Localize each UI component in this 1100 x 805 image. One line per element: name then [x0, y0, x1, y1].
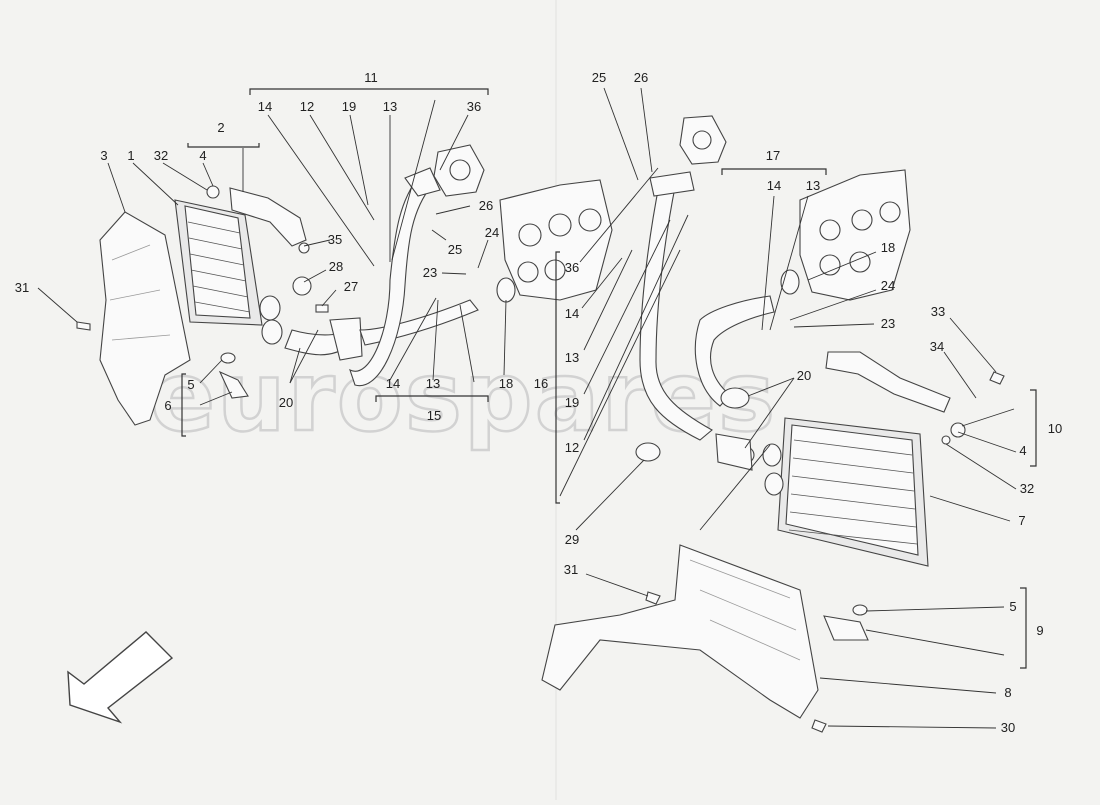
air-duct-cover-right — [541, 544, 819, 719]
callout-r13b: 13 — [565, 350, 579, 365]
turbo-left — [433, 144, 485, 197]
callout-r5: 5 — [1009, 599, 1016, 614]
callout-25: 25 — [448, 242, 462, 257]
callout-4: 4 — [199, 148, 206, 163]
callout-r32: 32 — [1020, 481, 1034, 496]
callout-r14: 14 — [767, 178, 781, 193]
callout-14b: 14 — [386, 376, 400, 391]
flange-left — [404, 167, 441, 197]
intercooler-right — [762, 417, 929, 567]
grommet-left — [206, 185, 220, 199]
coupler-right — [715, 433, 753, 471]
callout-19: 19 — [342, 99, 356, 114]
exhaust-manifold-left — [499, 179, 613, 301]
watermark: eurospares — [150, 341, 777, 453]
clip-35 — [298, 242, 310, 254]
rubber-mount-left — [220, 352, 236, 364]
callout-r30: 30 — [1001, 720, 1015, 735]
callout-r34: 34 — [930, 339, 944, 354]
callout-32: 32 — [154, 148, 168, 163]
mount-bracket-left — [218, 370, 249, 399]
callout-r12: 12 — [565, 440, 579, 455]
callout-r8: 8 — [1004, 685, 1011, 700]
callout-r7: 7 — [1018, 513, 1025, 528]
callout-r20: 20 — [797, 368, 811, 383]
callout-11: 11 — [364, 70, 378, 85]
callout-r31: 31 — [564, 562, 578, 577]
clamp-28 — [292, 276, 312, 296]
leader-lines — [37, 87, 1017, 729]
callout-r4: 4 — [1019, 443, 1026, 458]
callout-r10: 10 — [1048, 421, 1062, 436]
callout-labels: 2 11 3 1 32 4 14 12 19 13 36 31 35 28 27… — [15, 70, 1062, 735]
gasket-18-left — [496, 277, 516, 303]
callout-r18: 18 — [881, 240, 895, 255]
mount-bracket-right — [823, 615, 869, 641]
coupler-left — [329, 317, 363, 361]
bolt-30 — [811, 719, 827, 733]
callout-13b: 13 — [426, 376, 440, 391]
rubber-mount-right — [852, 604, 868, 616]
callout-14: 14 — [258, 99, 272, 114]
turbo-right — [679, 115, 727, 165]
bracket-left — [229, 187, 307, 247]
callout-6: 6 — [164, 398, 171, 413]
callout-3: 3 — [100, 148, 107, 163]
bolt-33 — [989, 371, 1005, 385]
callout-23: 23 — [423, 265, 437, 280]
callout-36: 36 — [467, 99, 481, 114]
callout-r36: 36 — [565, 260, 579, 275]
clamp-29 — [635, 442, 661, 462]
bracket-right — [825, 351, 951, 413]
callout-5: 5 — [187, 377, 194, 392]
callout-r17: 17 — [766, 148, 780, 163]
washer-32-right — [941, 435, 951, 445]
callout-28: 28 — [329, 259, 343, 274]
callout-r9: 9 — [1036, 623, 1043, 638]
callout-26: 26 — [479, 198, 493, 213]
pipe-17 — [694, 295, 775, 407]
callout-13: 13 — [383, 99, 397, 114]
bolt-31-right — [645, 591, 661, 605]
callout-35: 35 — [328, 232, 342, 247]
callout-r16: 16 — [534, 376, 548, 391]
callout-2: 2 — [217, 120, 224, 135]
callout-r13: 13 — [806, 178, 820, 193]
callout-24: 24 — [485, 225, 499, 240]
exhaust-manifold-right — [799, 169, 911, 301]
group-brackets — [181, 88, 1037, 669]
callout-r25: 25 — [592, 70, 606, 85]
callout-r24: 24 — [881, 278, 895, 293]
callout-r23: 23 — [881, 316, 895, 331]
bolt-31-left — [76, 321, 91, 331]
callout-27: 27 — [344, 279, 358, 294]
flange-right — [649, 171, 695, 197]
intercooler-left — [174, 199, 283, 345]
clip-27 — [315, 304, 329, 313]
callout-r33: 33 — [931, 304, 945, 319]
clamp-20-right — [720, 387, 750, 409]
callout-1: 1 — [127, 148, 134, 163]
direction-arrow — [67, 631, 174, 724]
air-duct-cover-left — [99, 211, 191, 426]
grommet-right — [950, 422, 966, 438]
callout-r26: 26 — [634, 70, 648, 85]
callout-r14b: 14 — [565, 306, 579, 321]
callout-r19: 19 — [565, 395, 579, 410]
callout-18: 18 — [499, 376, 513, 391]
callout-31: 31 — [15, 280, 29, 295]
callout-12: 12 — [300, 99, 314, 114]
callout-r29: 29 — [565, 532, 579, 547]
callout-15: 15 — [427, 408, 441, 423]
callout-20: 20 — [279, 395, 293, 410]
